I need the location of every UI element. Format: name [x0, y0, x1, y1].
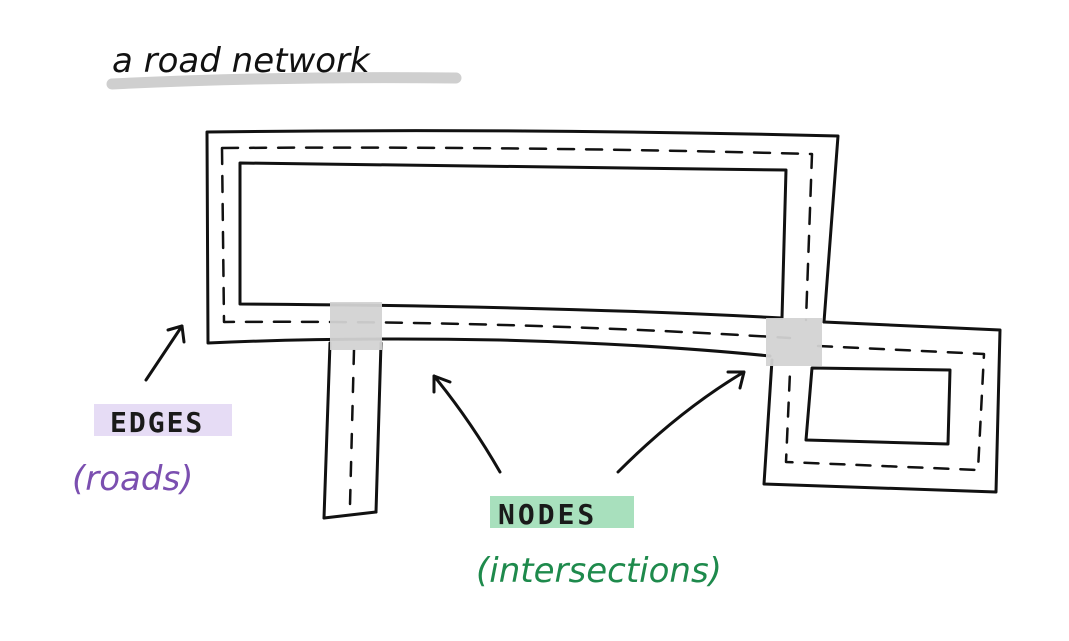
- nodes-annotation: NODES (intersections): [432, 370, 746, 591]
- nodes-label: NODES: [498, 498, 597, 531]
- diagram-title: a road network: [112, 41, 371, 81]
- intersection-node-2: [766, 318, 822, 366]
- edges-label: EDGES: [110, 406, 204, 439]
- south-stub-left-edge: [322, 341, 332, 520]
- south-stub-lane-marking: [348, 348, 356, 507]
- title-underline: [106, 72, 462, 90]
- intersection-node-1: [330, 302, 382, 350]
- small-loop-inner-edge: [804, 366, 952, 446]
- south-stub-right-edge: [374, 341, 383, 514]
- road-large-loop: [205, 129, 840, 358]
- large-loop-inner-edge: [238, 161, 788, 320]
- nodes-arrow-left: [432, 374, 502, 474]
- large-loop-outer-edge: [205, 129, 840, 358]
- edges-sublabel: (roads): [72, 459, 193, 499]
- small-loop-lane-marking: [784, 344, 986, 472]
- south-stub-bottom-edge: [322, 510, 378, 520]
- road-small-loop: [762, 320, 1002, 494]
- title-group: a road network: [106, 41, 462, 90]
- small-loop-outer-edge: [762, 320, 1002, 494]
- edges-arrow: [144, 324, 186, 382]
- edges-label-highlight: [94, 404, 232, 436]
- nodes-label-highlight: [490, 496, 634, 528]
- nodes-arrow-right: [616, 370, 746, 474]
- road-south-stub: [322, 341, 383, 520]
- nodes-sublabel: (intersections): [476, 551, 722, 591]
- edges-annotation: EDGES (roads): [72, 324, 232, 499]
- large-loop-lane-marking: [220, 146, 814, 340]
